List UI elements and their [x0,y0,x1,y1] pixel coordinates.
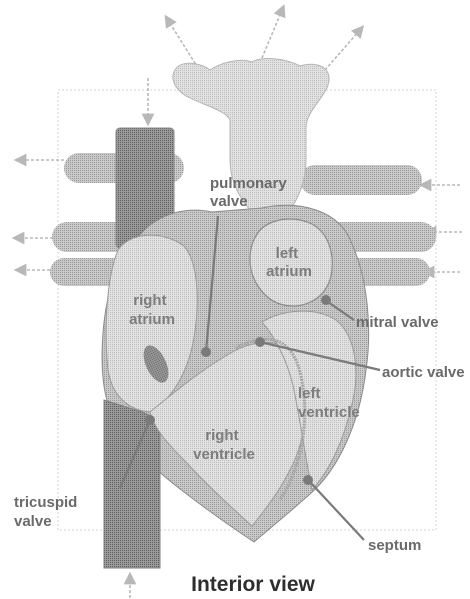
diagram-caption: Interior view [191,573,315,596]
dot-mitral-valve [321,295,331,305]
dot-tricuspid-valve [145,415,155,425]
flow-arrow-aorta-right [325,30,360,70]
label-aortic-valve: aortic valve [382,364,465,381]
dot-pulmonary-valve [201,347,211,357]
label-septum: septum [368,537,421,554]
vessel-upper-right [300,165,422,195]
flow-arrow-aorta-up [262,10,282,58]
label-tricuspid-valve: tricuspid valve [14,494,82,530]
inferior-vena-cava [104,400,160,568]
label-mitral-valve: mitral valve [356,314,439,331]
dot-aortic-valve [255,337,265,347]
flow-arrow-aorta-left [168,20,198,68]
dot-septum [303,475,313,485]
leader-septum [310,482,364,540]
